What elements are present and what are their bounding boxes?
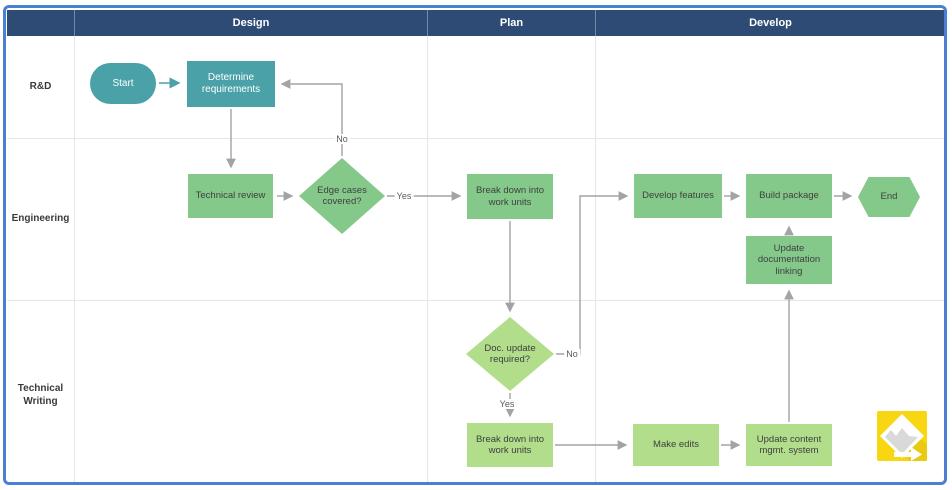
node-break-down-work-units-tw[interactable]: Break down into work units [467, 423, 553, 467]
node-technical-review[interactable]: Technical review [188, 174, 273, 218]
node-update-documentation-linking[interactable]: Update documentation linking [746, 236, 832, 284]
phase-header-label: Develop [749, 17, 792, 29]
edge-edge-cases-no-to-determine [280, 79, 343, 156]
node-break-down-work-units-eng[interactable]: Break down into work units [467, 174, 553, 219]
edge-label-no-edge-cases: No [334, 134, 350, 144]
edge-label-no-doc-update: No [564, 349, 580, 359]
node-label: Technical review [195, 190, 266, 202]
lane-divider-rnd-engineering [7, 138, 945, 139]
node-label: Update documentation linking [757, 243, 821, 277]
edge-doc-update-no-to-develop-features [556, 191, 629, 355]
node-develop-features[interactable]: Develop features [634, 174, 722, 218]
phase-header-design: Design [74, 10, 427, 36]
node-label: Doc. update required? [484, 342, 536, 365]
node-label: End [880, 191, 898, 203]
lane-label-technical-writing: Technical Writing [17, 383, 64, 407]
node-build-package[interactable]: Build package [746, 174, 832, 218]
phase-header-develop: Develop [595, 10, 945, 36]
brand-logo [877, 411, 927, 461]
lane-column-divider [74, 36, 75, 482]
phase-header-label: Design [232, 17, 270, 29]
node-label: Break down into work units [475, 185, 545, 208]
edge-label-yes-doc-update: Yes [497, 399, 517, 409]
header-corner-cell [7, 10, 74, 36]
node-make-edits[interactable]: Make edits [633, 424, 719, 466]
node-update-content-mgmt-system[interactable]: Update content mgmt. system [746, 424, 832, 466]
node-end[interactable]: End [858, 177, 920, 217]
phase-header-plan: Plan [427, 10, 595, 36]
node-start[interactable]: Start [90, 63, 156, 104]
lane-divider-engineering-techwriting [7, 300, 945, 301]
phase-divider-design-plan [427, 36, 428, 482]
node-label: Update content mgmt. system [756, 433, 822, 456]
lane-label-rnd: R&D [29, 81, 52, 92]
logo-arrow-icon [894, 447, 922, 461]
node-label: Develop features [642, 190, 714, 202]
node-label: Start [112, 77, 134, 89]
node-label: Build package [759, 190, 819, 202]
lane-label-engineering: Engineering [11, 213, 70, 224]
edge-label-yes-edge-cases: Yes [394, 191, 414, 201]
node-label: Make edits [653, 439, 699, 451]
node-determine-requirements[interactable]: Determine requirements [187, 61, 275, 107]
node-label: Determine requirements [201, 72, 261, 95]
logo-mountains-icon [885, 428, 918, 454]
phase-header-label: Plan [499, 17, 524, 29]
phase-divider-plan-develop [595, 36, 596, 482]
node-label: Break down into work units [475, 433, 545, 456]
node-label: Edge cases covered? [317, 184, 367, 207]
